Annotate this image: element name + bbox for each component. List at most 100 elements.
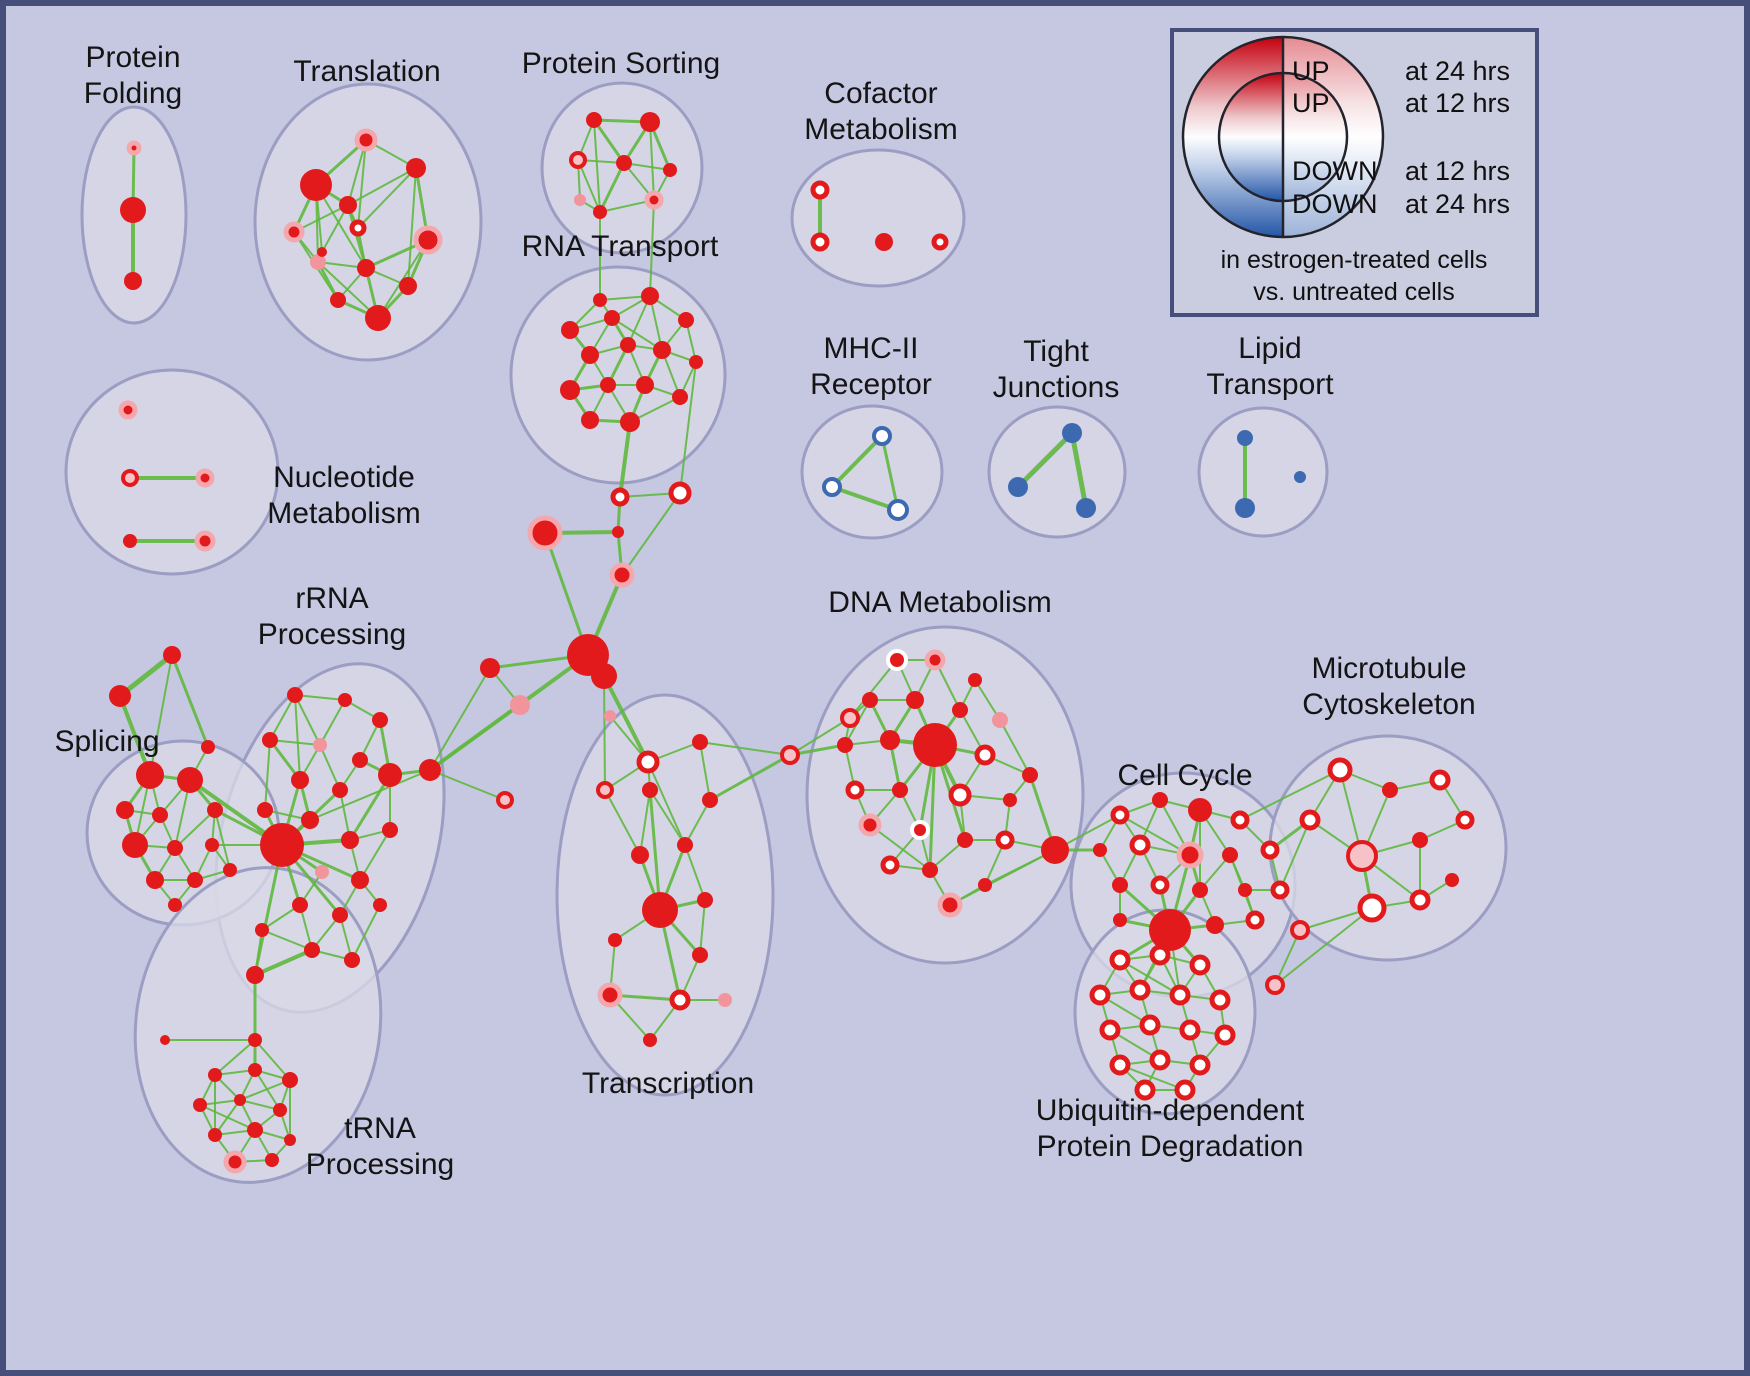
gene-node — [678, 312, 694, 328]
gene-node — [187, 872, 203, 888]
gene-node — [1093, 843, 1107, 857]
gene-node — [1245, 910, 1265, 930]
network-edge — [603, 675, 606, 791]
gene-node — [692, 734, 708, 750]
gene-node — [365, 305, 391, 331]
gene-node — [608, 933, 622, 947]
gene-node — [527, 515, 563, 551]
network-edge — [319, 699, 346, 746]
gene-node — [937, 892, 963, 918]
gene-node — [208, 1068, 222, 1082]
gene-node — [1429, 769, 1451, 791]
network-edge — [407, 167, 417, 287]
gene-node — [1149, 944, 1171, 966]
gene-node — [126, 140, 142, 156]
network-edge — [639, 789, 651, 856]
gene-node — [1099, 1019, 1121, 1041]
gene-node — [1041, 836, 1069, 864]
cluster-nucleotide-metabolism — [64, 368, 280, 576]
cluster-label-lipid-transport: Transport — [1206, 368, 1334, 401]
gene-node — [116, 801, 134, 819]
gene-node — [581, 346, 599, 364]
gene-node — [1112, 877, 1128, 893]
gene-node — [194, 530, 216, 552]
gene-node — [195, 468, 215, 488]
gene-node — [152, 807, 168, 823]
gene-node — [1179, 1019, 1201, 1041]
cluster-label-transcription: Transcription — [582, 1067, 754, 1100]
cluster-label-trna-processing: tRNA — [344, 1112, 416, 1145]
gene-node — [160, 1035, 170, 1045]
network-edge — [214, 1099, 241, 1136]
network-edge — [357, 139, 367, 229]
gene-node — [995, 830, 1015, 850]
gene-node — [208, 1128, 222, 1142]
gene-node — [581, 411, 599, 429]
network-edge — [429, 704, 521, 771]
gene-node — [193, 1098, 207, 1112]
gene-node — [121, 469, 139, 487]
gene-node — [692, 947, 708, 963]
gene-node — [1222, 847, 1238, 863]
network-edge — [1119, 1064, 1186, 1091]
network-edge — [708, 753, 792, 802]
gene-node — [1265, 975, 1285, 995]
legend-right-fade — [1283, 37, 1383, 237]
cluster-cofactor-metabolism — [790, 148, 966, 288]
network-edge — [1119, 959, 1181, 996]
gene-node — [600, 377, 616, 393]
network-edge — [684, 844, 706, 901]
legend-up-12-time: at 12 hrs — [1405, 88, 1510, 118]
gene-node — [246, 966, 264, 984]
gene-node — [399, 277, 417, 295]
gene-node — [247, 1122, 263, 1138]
gene-node — [413, 225, 443, 255]
gene-node — [338, 693, 352, 707]
cluster-label-trna-processing: Processing — [306, 1148, 454, 1181]
legend-up-24-word: UP — [1292, 56, 1330, 86]
network-edge — [543, 531, 590, 657]
network-edge — [699, 899, 706, 956]
network-edge — [830, 434, 884, 489]
gene-node — [604, 310, 620, 326]
gene-node — [122, 832, 148, 858]
gene-node — [1445, 873, 1459, 887]
gene-node — [118, 400, 138, 420]
gene-node — [1238, 883, 1252, 897]
network-edge — [309, 769, 431, 821]
network-edge — [1239, 769, 1341, 821]
network-edge — [429, 667, 491, 771]
gene-node — [317, 247, 327, 257]
network-edge — [264, 739, 271, 811]
network-edge — [602, 674, 650, 764]
gene-node — [257, 802, 273, 818]
gene-node — [136, 761, 164, 789]
cluster-label-mhc-ii-receptor: Receptor — [810, 368, 932, 401]
gene-node — [780, 745, 800, 765]
gene-node — [1346, 840, 1378, 872]
gene-node — [332, 782, 348, 798]
cluster-label-ubiquitin-degradation: Protein Degradation — [1037, 1130, 1304, 1163]
gene-node — [1260, 840, 1280, 860]
gene-node — [1188, 798, 1212, 822]
gene-node — [1022, 767, 1038, 783]
gene-node — [1237, 430, 1253, 446]
gene-node — [1149, 1049, 1171, 1071]
cluster-label-tight-junctions: Tight — [1023, 335, 1089, 368]
gene-node — [1327, 757, 1353, 783]
gene-node — [124, 272, 142, 290]
gene-node — [177, 767, 203, 793]
gene-node — [291, 771, 309, 789]
network-edge — [348, 773, 392, 842]
legend-up-24-time: at 24 hrs — [1405, 56, 1510, 86]
gene-node — [875, 233, 893, 251]
gene-node — [315, 865, 329, 879]
cluster-mhc-ii-receptor — [800, 404, 944, 540]
gene-node — [1076, 498, 1096, 518]
gene-node — [968, 673, 982, 687]
network-edge — [621, 492, 681, 576]
gene-node — [1209, 989, 1231, 1011]
